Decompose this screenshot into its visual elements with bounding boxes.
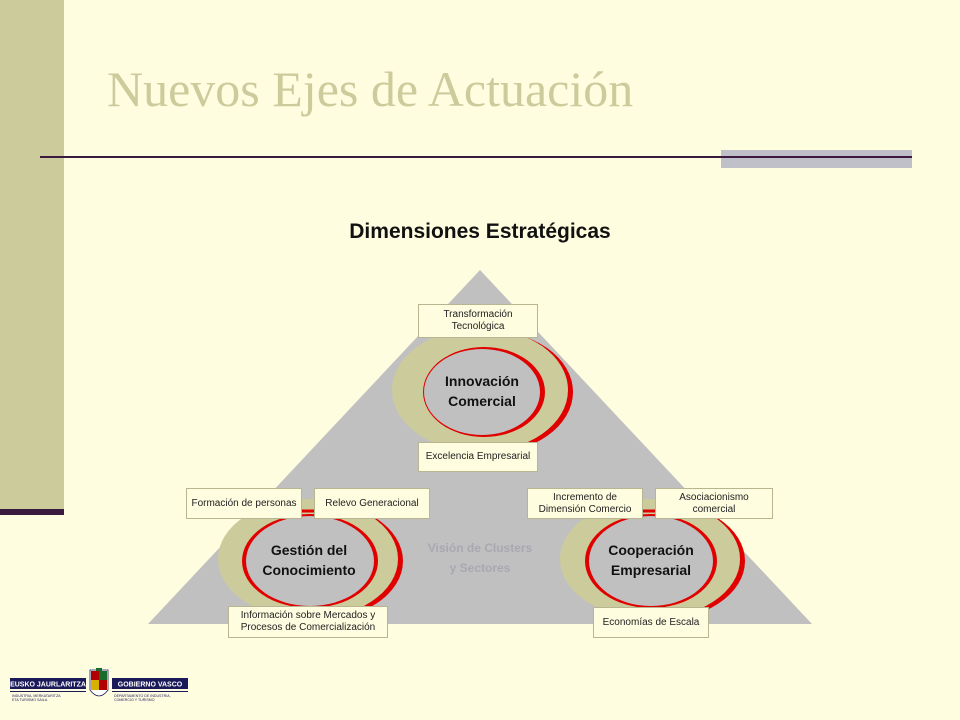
svg-text:EUSKO JAURLARITZA: EUSKO JAURLARITZA xyxy=(10,682,86,689)
box-formacion: Formación de personas xyxy=(186,488,302,519)
box-incremento: Incremento de Dimensión Comercio xyxy=(527,488,643,519)
gobierno-vasco-logo: EUSKO JAURLARITZA INDUSTRIA, MERKATARITZ… xyxy=(10,668,188,702)
box-relevo: Relevo Generacional xyxy=(314,488,430,519)
ring-innovacion xyxy=(392,328,573,454)
left-accent-bar-cap xyxy=(0,509,64,515)
node-innovacion-line2: Comercial xyxy=(448,393,516,409)
box-excelencia: Excelencia Empresarial xyxy=(418,442,538,472)
center-label-line1: Visión de Clusters xyxy=(427,541,533,555)
title-rule xyxy=(40,156,910,158)
box-asociacionismo: Asociacionismo comercial xyxy=(655,488,773,519)
node-gestion-line2: Conocimiento xyxy=(262,562,356,578)
svg-text:COMERCIO Y TURISMO: COMERCIO Y TURISMO xyxy=(114,698,155,702)
coat-of-arms-icon xyxy=(89,668,109,697)
ring-gestion xyxy=(218,499,403,621)
node-cooperacion-line1: Cooperación xyxy=(608,542,694,558)
box-informacion: Información sobre Mercados y Procesos de… xyxy=(228,606,388,638)
node-innovacion-label: Innovación Comercial xyxy=(422,371,542,411)
svg-text:GOBIERNO VASCO: GOBIERNO VASCO xyxy=(118,682,183,689)
svg-text:DEPARTAMENTO DE INDUSTRIA,: DEPARTAMENTO DE INDUSTRIA, xyxy=(114,694,171,698)
svg-text:INDUSTRIA, MERKATARITZA: INDUSTRIA, MERKATARITZA xyxy=(12,694,61,698)
node-cooperacion-label: Cooperación Empresarial xyxy=(584,540,718,580)
box-transformacion: Transformación Tecnológica xyxy=(418,304,538,338)
slide-title: Nuevos Ejes de Actuación xyxy=(107,61,634,117)
node-gestion-line1: Gestión del xyxy=(270,542,348,558)
left-accent-bar xyxy=(0,0,64,512)
node-cooperacion-line2: Empresarial xyxy=(610,562,692,578)
node-innovacion-line1: Innovación xyxy=(445,373,519,389)
title-rule-block-line xyxy=(721,156,912,158)
center-label-line2: y Sectores xyxy=(449,561,511,575)
diagram-subtitle: Dimensiones Estratégicas xyxy=(349,220,611,243)
title-rule-block xyxy=(721,150,912,168)
node-gestion-label: Gestión del Conocimiento xyxy=(242,540,376,580)
ring-cooperacion xyxy=(560,499,745,621)
center-label: Visión de Clusters y Sectores xyxy=(400,538,560,578)
svg-text:ETA TURISMO SAILA: ETA TURISMO SAILA xyxy=(12,698,48,702)
box-economias: Economías de Escala xyxy=(593,607,709,638)
